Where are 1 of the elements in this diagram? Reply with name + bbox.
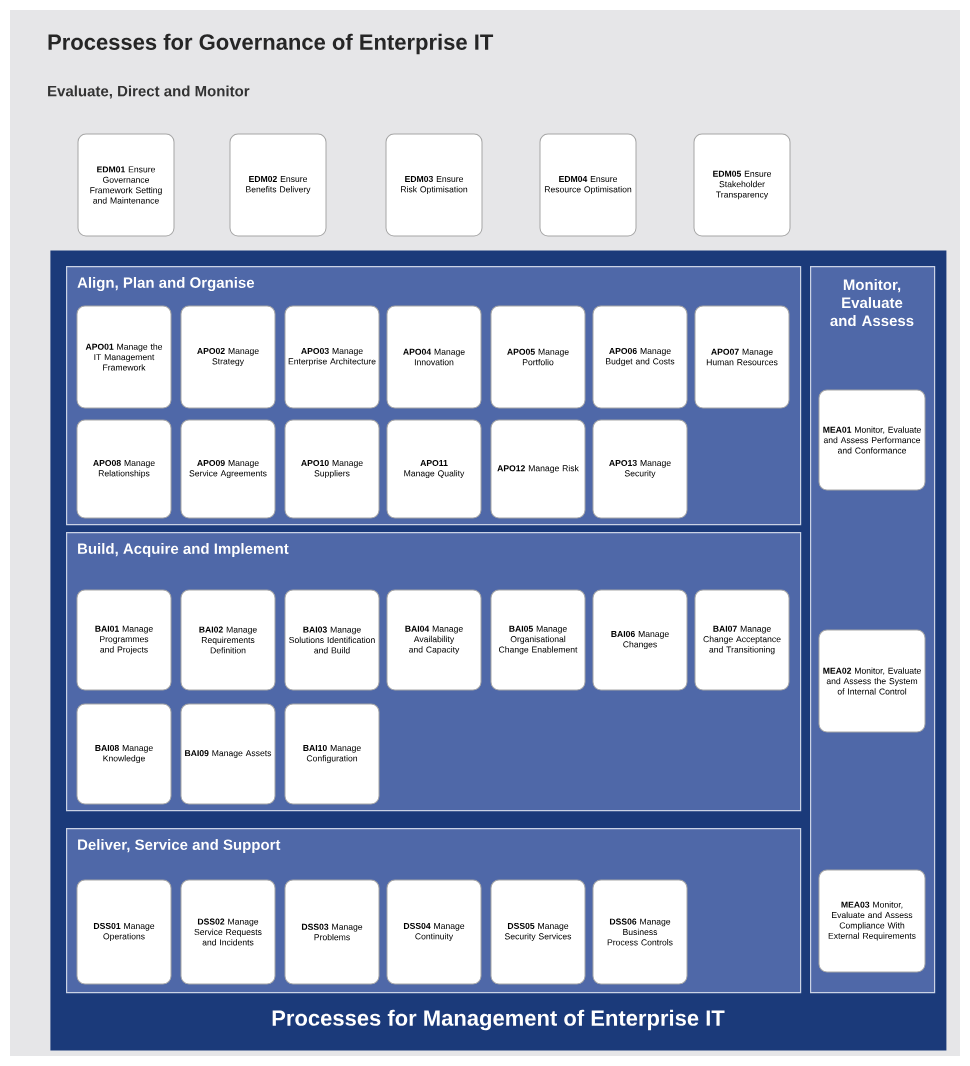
heading: Processes for Governance of Enterprise IT [48, 33, 494, 55]
